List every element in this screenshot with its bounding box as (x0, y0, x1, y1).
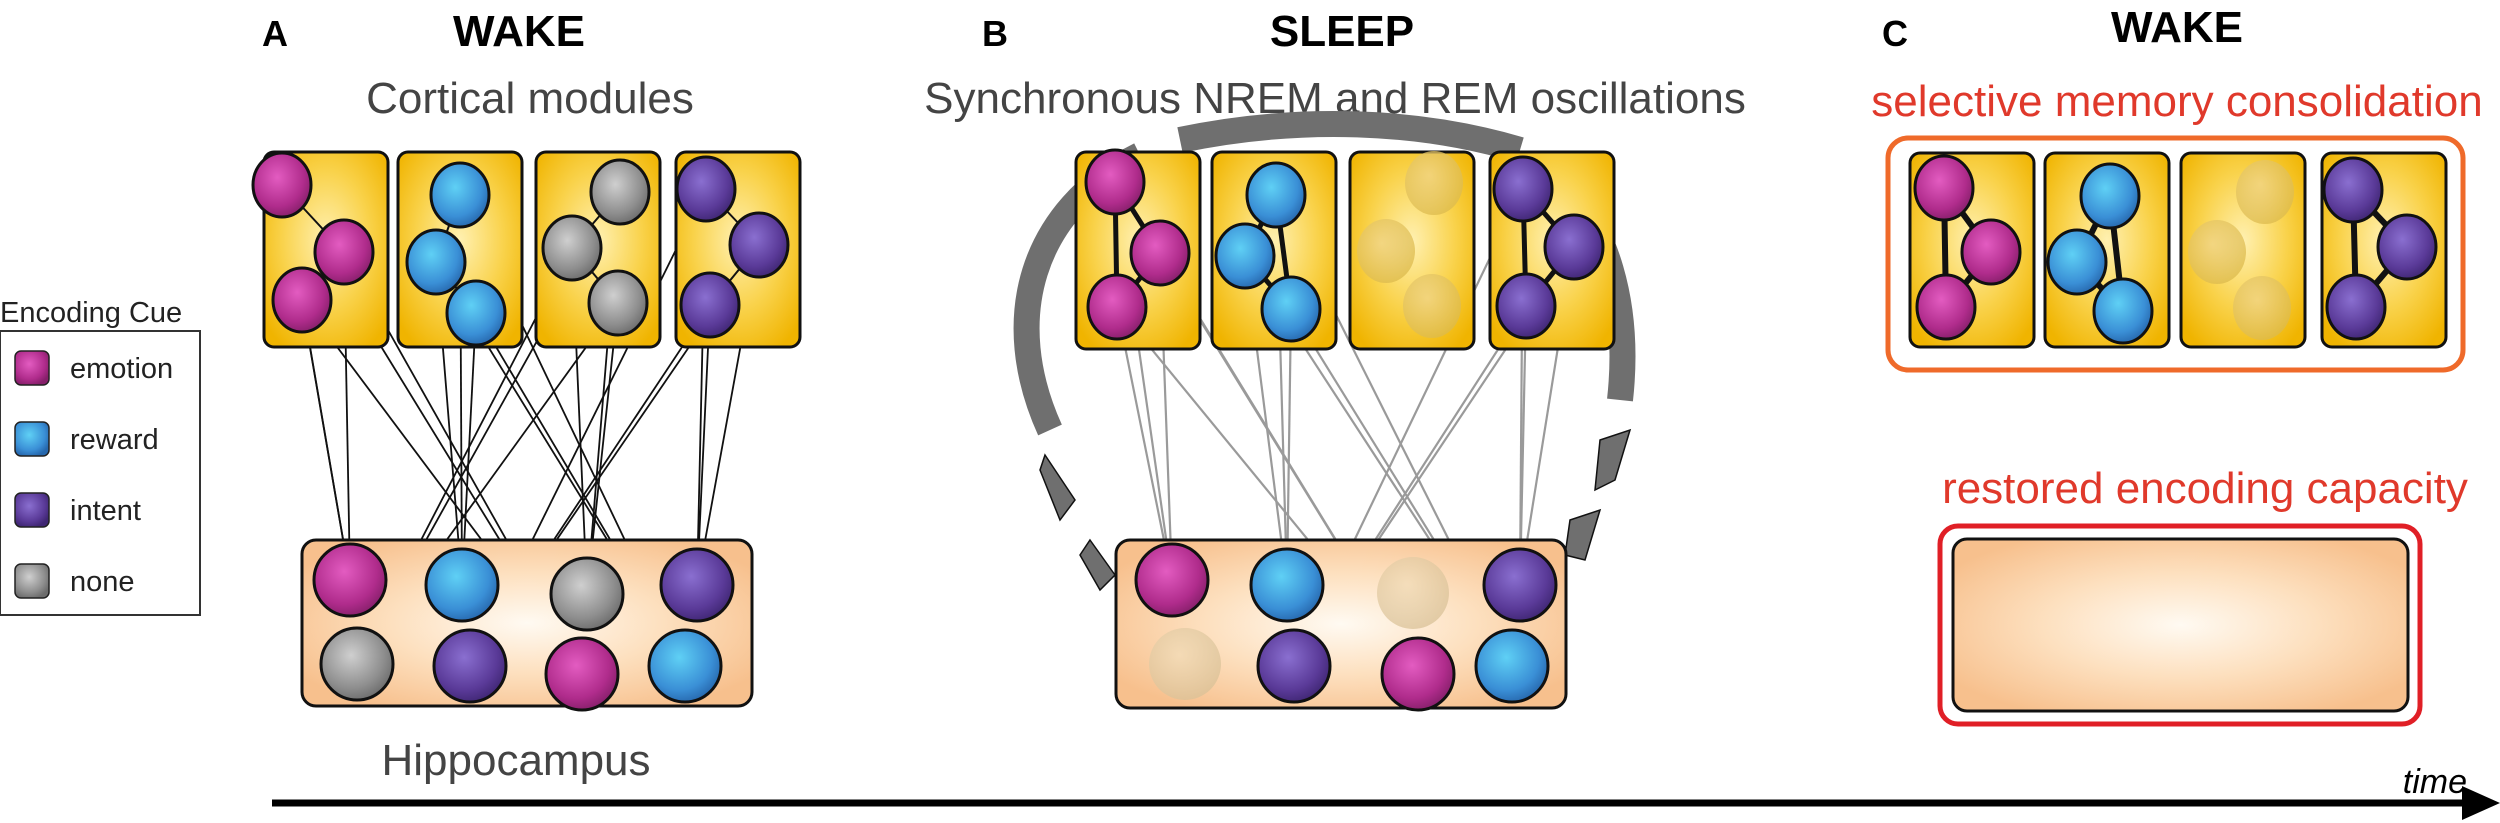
panel-a-hippocampus-box (300, 538, 754, 708)
panel-a-hippocampus-node-reward (647, 628, 723, 704)
panel-a-hippocampus-node-none (549, 556, 625, 632)
panel-a-cortical-node-intent (728, 211, 790, 279)
panel-c-cortical-node-intent (2325, 273, 2387, 341)
panel-b-cortical-node-reward (1214, 222, 1276, 290)
panel-a-cortical-node-none (587, 269, 649, 337)
sleep-arc-fragment-left (1039, 453, 1076, 522)
panel-a-hippocampus-node-intent (432, 628, 508, 704)
legend-swatch-intent (14, 492, 50, 528)
panel-a-hippocampus-node-none (319, 626, 395, 702)
panel-c-cortical-node-fadedmod (2236, 160, 2294, 224)
panel-c-cortical-node-reward (2092, 277, 2154, 345)
panel-c-letter: C (1882, 13, 1908, 54)
panel-b-cortical-node-reward (1245, 161, 1307, 229)
panel-c-cortical-node-emotion (1913, 154, 1975, 222)
panel-b-cortical-node-intent (1492, 155, 1554, 223)
panel-a-subtitle: Cortical modules (366, 74, 694, 123)
panel-a-cortical-node-reward (405, 228, 467, 296)
legend-label-reward: reward (70, 424, 159, 456)
panel-b-strengthened-module-link (1242, 192, 1294, 312)
sleep-arc-fragment-right-low (1564, 508, 1602, 561)
panel-a-cortical-node-reward (429, 161, 491, 229)
panel-c-consolidation-frame (1885, 135, 2466, 373)
hippocampus-label: Hippocampus (381, 736, 650, 785)
panel-b-cortical-node-emotion (1086, 273, 1148, 341)
legend-swatch-reward (14, 421, 50, 457)
panel-a-cortical-node-emotion (271, 266, 333, 334)
panel-b-cortical-node-intent (1543, 213, 1605, 281)
panel-b-strengthened-module-link (1112, 179, 1163, 310)
panel-c-cortical-node-intent (2376, 213, 2438, 281)
panel-a-connection-line (696, 304, 711, 586)
panel-b-hippocampus-node-faded (1377, 557, 1449, 629)
panel-a-cortical-node-emotion (313, 218, 375, 286)
panel-b-hippocampus-node-reward (1474, 628, 1550, 704)
panel-c-title: WAKE (2111, 3, 2243, 52)
legend-title: Encoding Cue (0, 297, 182, 329)
panel-b-letter: B (982, 13, 1008, 54)
panel-c-bottom-label: restored encoding capacity (1942, 464, 2468, 513)
panel-b-cortical-node-fadedmod (1357, 219, 1415, 283)
panel-a-hippocampus-node-emotion (544, 636, 620, 712)
legend-swatch-emotion (14, 350, 50, 386)
panel-b-hippocampus-node-reward (1249, 547, 1325, 623)
encoding-cue-legend: Encoding Cue emotion reward intent none (0, 297, 201, 616)
time-label: time (2403, 763, 2467, 801)
panel-a-cortical-node-none (589, 158, 651, 226)
panel-a-hippocampus-node-reward (424, 547, 500, 623)
panel-a-cortical-node-emotion (251, 151, 313, 219)
panel-a-cortical-node-reward (445, 279, 507, 347)
panel-a-hippocampus-node-intent (659, 547, 735, 623)
panel-b-cortical-node-emotion (1129, 219, 1191, 287)
panel-b-cortical-node-fadedmod (1405, 151, 1463, 215)
panel-a-cortical-node-intent (679, 271, 741, 339)
panel-c-empty-hippocampus-box (1951, 537, 2410, 713)
panel-b-hippocampus-node-emotion (1134, 542, 1210, 618)
legend-label-intent: intent (70, 495, 141, 527)
panel-c-cortical-node-fadedmod (2233, 276, 2291, 340)
panel-c-cortical-node-reward (2079, 162, 2141, 230)
panel-b-connection-line (1115, 306, 1174, 581)
panel-c-cortical-node-emotion (1915, 273, 1977, 341)
sleep-arc-top (1177, 111, 1524, 163)
panel-c-consolidated-module-link (2074, 193, 2126, 314)
legend-swatch-none (14, 563, 50, 599)
panel-b-cortical-node-intent (1495, 272, 1557, 340)
time-arrow: time (272, 763, 2500, 820)
panel-c-encoding-frame (1937, 523, 2423, 727)
panel-a-cortical-node-intent (675, 155, 737, 223)
panel-b-hippocampus-node-faded (1149, 628, 1221, 700)
panel-c-cortical-node-emotion (1960, 218, 2022, 286)
panel-c-cortical-node-intent (2322, 156, 2384, 224)
panel-b-cortical-node-reward (1260, 275, 1322, 343)
panel-c-top-label: selective memory consolidation (1871, 77, 2482, 126)
panel-a-letter: A (262, 13, 288, 54)
panel-b-title: SLEEP (1270, 7, 1414, 56)
panel-c-consolidated-module-link (1941, 185, 1994, 310)
panel-b-hippocampus-node-intent (1482, 547, 1558, 623)
panel-b-hippocampus-node-intent (1256, 628, 1332, 704)
panel-b-cortical-node-emotion (1084, 148, 1146, 216)
panel-c-consolidated-module-link (2350, 187, 2410, 310)
legend-label-none: none (70, 566, 135, 598)
panel-a-title: WAKE (453, 7, 585, 56)
panel-a-cortical-node-none (541, 214, 603, 282)
panel-c-cortical-node-reward (2046, 228, 2108, 296)
panel-b-strengthened-module-link (1520, 186, 1577, 309)
sleep-arc-fragment-right (1594, 428, 1632, 492)
panel-b-hippocampus-node-emotion (1380, 636, 1456, 712)
panel-c-cortical-node-fadedmod (2188, 220, 2246, 284)
time-arrow-head (2462, 786, 2500, 820)
panel-b-cortical-node-fadedmod (1403, 274, 1461, 338)
panel-a-hippocampus-node-emotion (312, 542, 388, 618)
legend-label-emotion: emotion (70, 353, 173, 385)
sleep-arc-fragment-left-low (1079, 538, 1116, 592)
